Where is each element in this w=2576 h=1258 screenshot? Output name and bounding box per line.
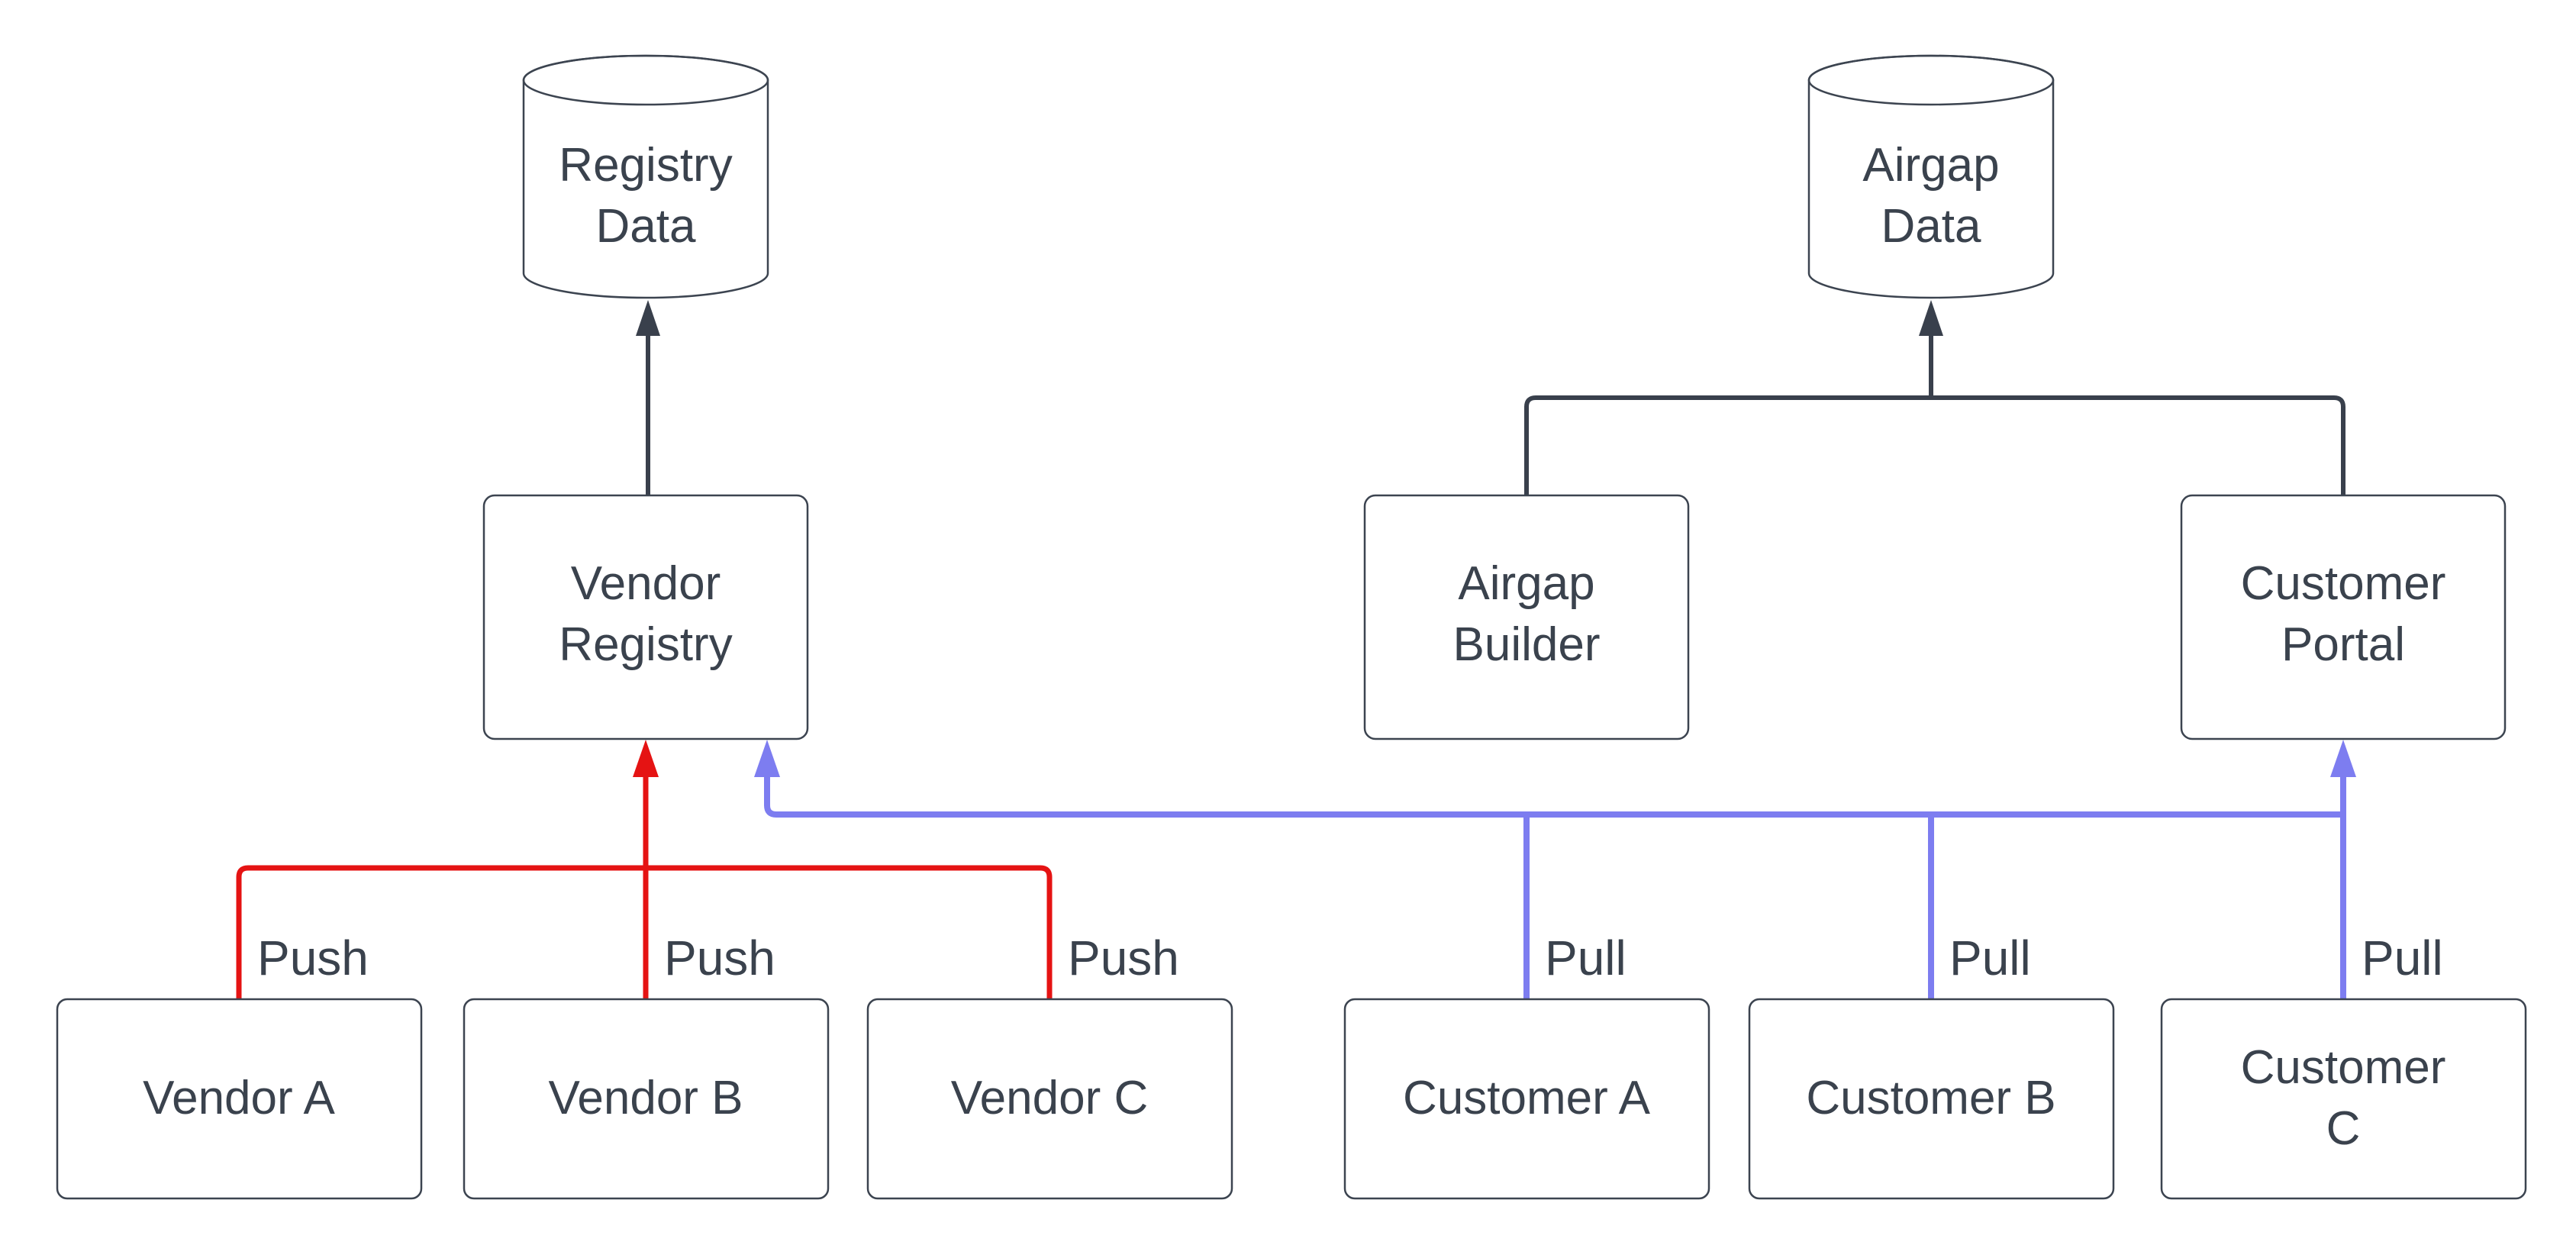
customer-c-label: Customer C xyxy=(2240,1041,2446,1155)
customer-c-box xyxy=(2160,998,2527,1200)
vendor-registry-box xyxy=(482,494,809,740)
airgap-data-label: Airgap Data xyxy=(1862,139,2000,253)
arrowhead-pull-customer-portal xyxy=(2330,740,2356,777)
vendor-registry-label: Vendor Registry xyxy=(559,557,733,671)
arrowhead-push-vendor-registry xyxy=(633,740,659,777)
edge-label-pull-customer-c: Pull xyxy=(2362,931,2443,985)
airgap-builder-label: Airgap Builder xyxy=(1452,557,1601,671)
vendor-c-label: Vendor C xyxy=(950,1072,1149,1124)
arrowhead-airgap-data xyxy=(1919,300,1943,336)
customer-b-box xyxy=(1748,998,2115,1200)
vendor-c-box xyxy=(866,998,1233,1200)
airgap-builder-box xyxy=(1363,494,1690,740)
registry-data-label: Registry Data xyxy=(559,139,733,253)
registry-data-cylinder xyxy=(522,54,769,299)
edge-label-push-vendor-a: Push xyxy=(257,931,369,985)
edge-label-push-vendor-b: Push xyxy=(664,931,775,985)
customer-b-label: Customer B xyxy=(1806,1072,2056,1124)
connector-pull-bus xyxy=(764,776,2343,818)
edge-label-push-vendor-c: Push xyxy=(1068,931,1179,985)
vendor-a-box xyxy=(56,998,423,1200)
edge-label-pull-customer-a: Pull xyxy=(1545,931,1627,985)
cylinder-rim xyxy=(522,54,769,106)
connector-fork-to-airgap-data xyxy=(1524,395,2345,495)
customer-portal-box xyxy=(2180,494,2507,740)
cylinder-rim xyxy=(1807,54,2055,106)
customer-portal-label: Customer Portal xyxy=(2240,557,2446,671)
vendor-a-label: Vendor A xyxy=(143,1072,335,1124)
customer-a-box xyxy=(1343,998,1710,1200)
arrowhead-registry-data xyxy=(636,300,660,336)
edge-label-pull-customer-b: Pull xyxy=(1949,931,2031,985)
vendor-b-label: Vendor B xyxy=(548,1072,743,1124)
vendor-b-box xyxy=(463,998,830,1200)
arrowhead-pull-vendor-registry xyxy=(754,740,780,777)
airgap-data-cylinder xyxy=(1807,54,2055,299)
customer-a-label: Customer A xyxy=(1403,1072,1650,1124)
